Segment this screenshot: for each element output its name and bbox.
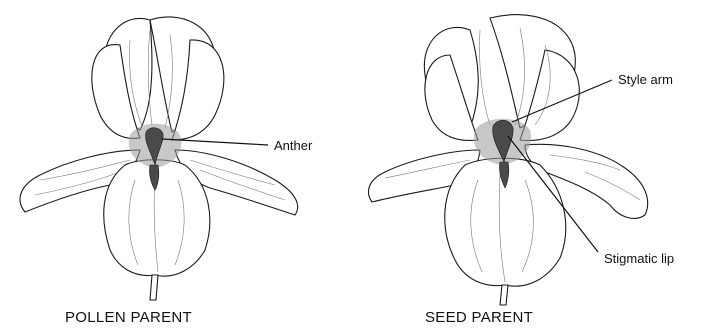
stigmatic-lip-label: Stigmatic lip (604, 251, 674, 266)
seed-parent-caption: SEED PARENT (425, 309, 533, 326)
pollen-parent-caption: POLLEN PARENT (65, 309, 192, 326)
pollen-parent-flower-illustration (20, 17, 298, 300)
anther-label: Anther (274, 138, 313, 153)
style-arm-label: Style arm (618, 72, 673, 87)
